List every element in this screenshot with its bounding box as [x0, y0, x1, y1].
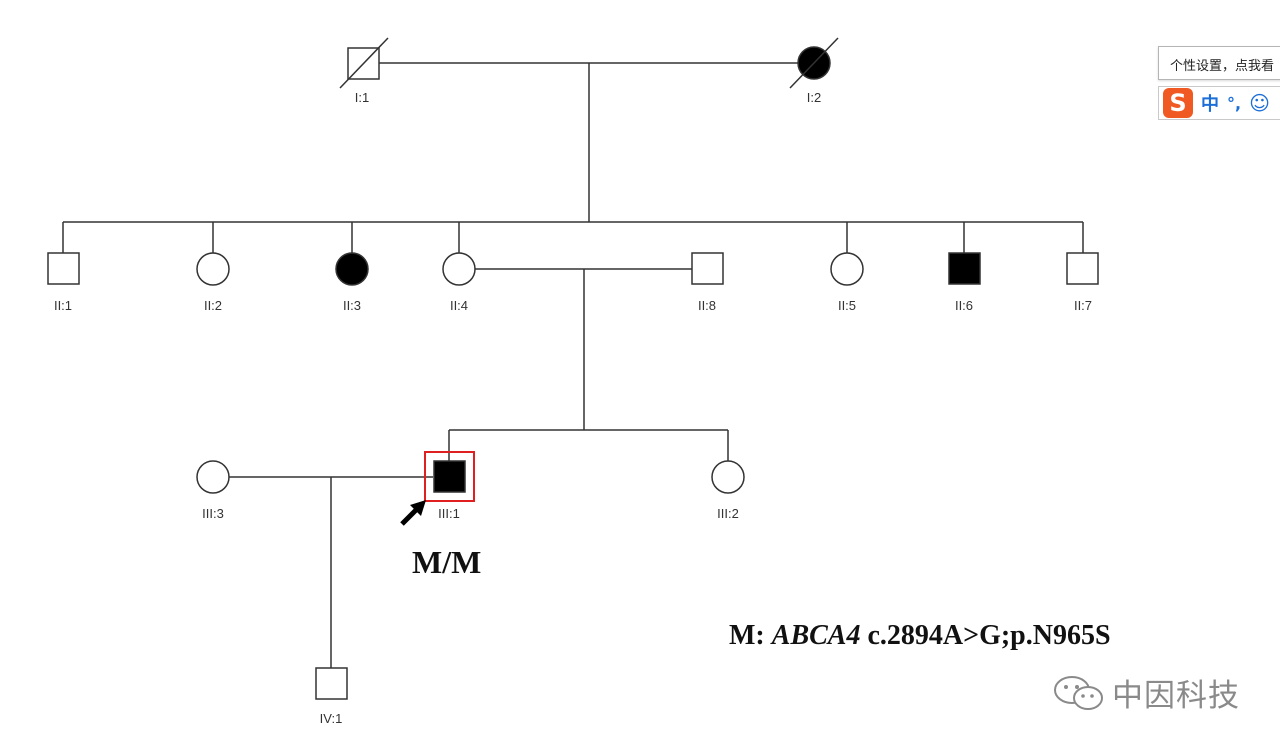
ime-tooltip[interactable]: 个性设置，点我看: [1158, 46, 1280, 80]
watermark: 中因科技: [1052, 670, 1240, 715]
individual-II-8-symbol: [691, 252, 724, 285]
proband-arrow-icon: [400, 500, 426, 526]
label-II-7: II:7: [1074, 298, 1092, 313]
deceased-slash-I-1: [339, 37, 389, 89]
wechat-icon: [1054, 675, 1103, 710]
individual-III-3-symbol: [196, 460, 230, 494]
proband-genotype: M/M: [412, 544, 481, 580]
individual-III-2-symbol: [711, 460, 745, 494]
legend-gene: ABCA4: [770, 620, 868, 651]
label-II-1: II:1: [54, 298, 72, 313]
label-II-8: II:8: [698, 298, 716, 313]
label-II-6: II:6: [955, 298, 973, 313]
individual-III-1-symbol: [433, 460, 466, 493]
proband-highlight-box: [424, 451, 475, 502]
label-I-2: I:2: [807, 90, 821, 105]
label-III-3: III:3: [202, 506, 224, 521]
individual-II-1-symbol: [47, 252, 80, 285]
label-I-1: I:1: [355, 90, 369, 105]
ime-tooltip-text: 个性设置，点我看: [1170, 59, 1275, 74]
deceased-slash-I-2: [789, 37, 839, 89]
label-IV-1: IV:1: [320, 711, 343, 726]
label-III-1: III:1: [438, 506, 460, 521]
sogou-logo-icon[interactable]: S: [1163, 88, 1193, 118]
individual-II-2-symbol: [196, 252, 230, 286]
variant-legend: M: ABCA4 c.2894A>G;p.N965S: [729, 620, 1111, 651]
ime-mode-toggle[interactable]: 中: [1201, 94, 1219, 115]
label-II-5: II:5: [838, 298, 856, 313]
individual-II-7-symbol: [1066, 252, 1099, 285]
individual-II-6-symbol: [948, 252, 981, 285]
legend-variant: c.2894A>G;p.N965S: [867, 620, 1110, 651]
individual-IV-1-symbol: [315, 667, 348, 700]
label-II-3: II:3: [343, 298, 361, 313]
individual-II-5-symbol: [830, 252, 864, 286]
ime-toolbar: S 中 °, ☺: [1158, 86, 1280, 120]
label-II-4: II:4: [450, 298, 468, 313]
ime-punctuation-toggle[interactable]: °,: [1227, 93, 1242, 113]
legend-prefix: M:: [729, 620, 765, 651]
label-II-2: II:2: [204, 298, 222, 313]
individual-II-3-symbol: [335, 252, 369, 286]
label-III-2: III:2: [717, 506, 739, 521]
individual-II-4-symbol: [442, 252, 476, 286]
watermark-text: 中因科技: [1112, 678, 1240, 714]
smiley-icon[interactable]: ☺: [1249, 91, 1270, 115]
